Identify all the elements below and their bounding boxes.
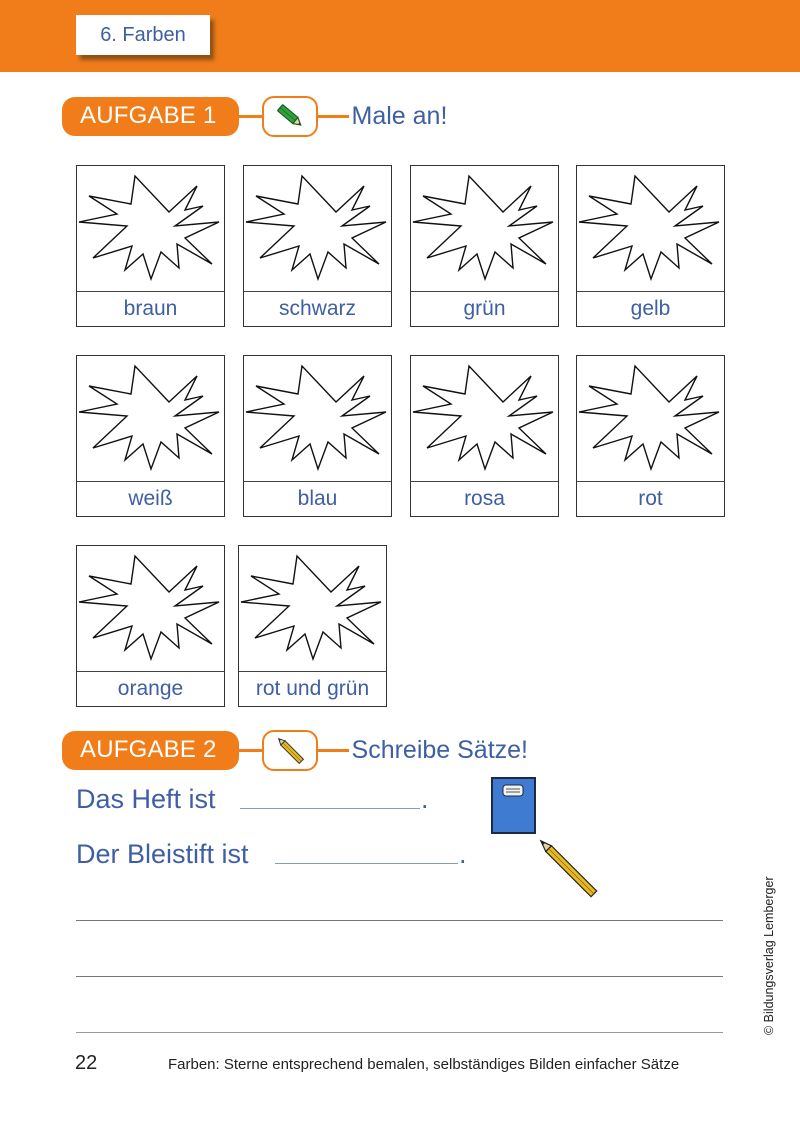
task2-heading: AUFGABE 2 Schreibe Sätze! bbox=[62, 729, 529, 771]
writing-line[interactable] bbox=[76, 1032, 723, 1033]
connector-line bbox=[238, 114, 262, 118]
task2-label: AUFGABE 2 bbox=[62, 730, 239, 770]
connector-line bbox=[238, 748, 262, 752]
star-drawing-area[interactable] bbox=[77, 546, 224, 671]
color-label: gelb bbox=[577, 291, 724, 326]
star-outline-icon[interactable] bbox=[239, 546, 386, 671]
task2-icon-box bbox=[261, 729, 318, 771]
copyright-notice: © Bildungsverlag Lemberger bbox=[762, 876, 776, 1035]
task1-heading: AUFGABE 1 Male an! bbox=[62, 95, 448, 137]
star-outline-icon[interactable] bbox=[244, 356, 391, 481]
yellow-pencil-icon bbox=[277, 737, 304, 765]
page-number: 22 bbox=[75, 1052, 98, 1074]
color-label: braun bbox=[77, 291, 224, 326]
task2-instruction: Schreibe Sätze! bbox=[351, 735, 529, 764]
task1-instruction: Male an! bbox=[351, 101, 448, 130]
color-label: blau bbox=[244, 481, 391, 516]
task1-icon-box bbox=[261, 95, 318, 137]
color-card: blau bbox=[243, 355, 392, 517]
color-label: weiß bbox=[77, 481, 224, 516]
star-drawing-area[interactable] bbox=[411, 356, 558, 481]
star-drawing-area[interactable] bbox=[411, 166, 558, 291]
writing-line[interactable] bbox=[76, 976, 723, 977]
color-card: rot und grün bbox=[238, 545, 387, 707]
sentence-1-end: . bbox=[421, 784, 429, 814]
writing-line[interactable] bbox=[76, 920, 723, 921]
sentence-2-blank[interactable] bbox=[275, 863, 458, 864]
color-card: orange bbox=[76, 545, 225, 707]
color-label: rot und grün bbox=[239, 671, 386, 706]
chapter-title: 6. Farben bbox=[76, 15, 210, 55]
color-card: gelb bbox=[576, 165, 725, 327]
star-outline-icon[interactable] bbox=[577, 356, 724, 481]
star-outline-icon[interactable] bbox=[77, 166, 224, 291]
yellow-pencil-illustration-icon bbox=[539, 839, 598, 898]
connector-line bbox=[317, 114, 349, 118]
color-label: orange bbox=[77, 671, 224, 706]
star-drawing-area[interactable] bbox=[77, 166, 224, 291]
star-outline-icon[interactable] bbox=[77, 546, 224, 671]
sentence-2-text: Der Bleistift ist bbox=[76, 839, 249, 869]
color-label: schwarz bbox=[244, 291, 391, 326]
star-drawing-area[interactable] bbox=[239, 546, 386, 671]
star-outline-icon[interactable] bbox=[77, 356, 224, 481]
star-outline-icon[interactable] bbox=[411, 166, 558, 291]
star-drawing-area[interactable] bbox=[577, 166, 724, 291]
color-label: rosa bbox=[411, 481, 558, 516]
blue-notebook-icon bbox=[491, 777, 536, 834]
star-outline-icon[interactable] bbox=[577, 166, 724, 291]
star-outline-icon[interactable] bbox=[244, 166, 391, 291]
color-card: braun bbox=[76, 165, 225, 327]
sentence-1-blank[interactable] bbox=[240, 808, 420, 809]
star-outline-icon[interactable] bbox=[411, 356, 558, 481]
star-drawing-area[interactable] bbox=[77, 356, 224, 481]
color-card: grün bbox=[410, 165, 559, 327]
green-pencil-icon bbox=[276, 104, 302, 126]
connector-line bbox=[317, 748, 349, 752]
color-card: weiß bbox=[76, 355, 225, 517]
color-card: rosa bbox=[410, 355, 559, 517]
color-label: rot bbox=[577, 481, 724, 516]
task1-label: AUFGABE 1 bbox=[62, 96, 239, 136]
color-label: grün bbox=[411, 291, 558, 326]
star-drawing-area[interactable] bbox=[244, 356, 391, 481]
star-drawing-area[interactable] bbox=[244, 166, 391, 291]
color-card: schwarz bbox=[243, 165, 392, 327]
sentence-1-text: Das Heft ist bbox=[76, 784, 216, 814]
star-drawing-area[interactable] bbox=[577, 356, 724, 481]
color-card: rot bbox=[576, 355, 725, 517]
page-description: Farben: Sterne entsprechend bemalen, sel… bbox=[168, 1056, 680, 1073]
sentence-2-end: . bbox=[459, 839, 467, 869]
